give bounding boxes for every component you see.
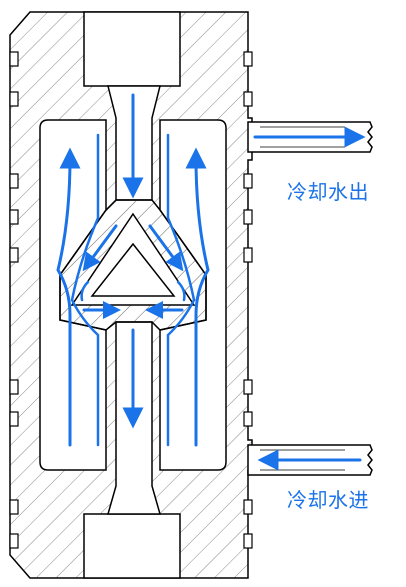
coolant-out-label: 冷却水出 <box>287 180 369 204</box>
flow-arrow-icon <box>148 224 184 272</box>
right-coolant-cavity <box>159 119 227 471</box>
body-section <box>9 11 253 579</box>
bottom-port <box>83 513 181 579</box>
flow-arrows <box>56 93 366 471</box>
flow-arrow-icon <box>80 280 90 302</box>
flow-arrow-icon <box>185 147 210 447</box>
top-port <box>83 11 181 87</box>
flow-arrow-icon <box>82 224 118 272</box>
flow-arrow-icon <box>166 133 196 447</box>
flow-arrow-icon <box>56 147 81 447</box>
flow-arrow-icon <box>70 133 100 447</box>
triangle-core <box>90 242 176 297</box>
coolant-in-label: 冷却水进 <box>287 488 369 512</box>
flow-arrow-icon <box>176 280 186 302</box>
right-notches <box>243 51 253 549</box>
left-notches <box>9 51 19 549</box>
